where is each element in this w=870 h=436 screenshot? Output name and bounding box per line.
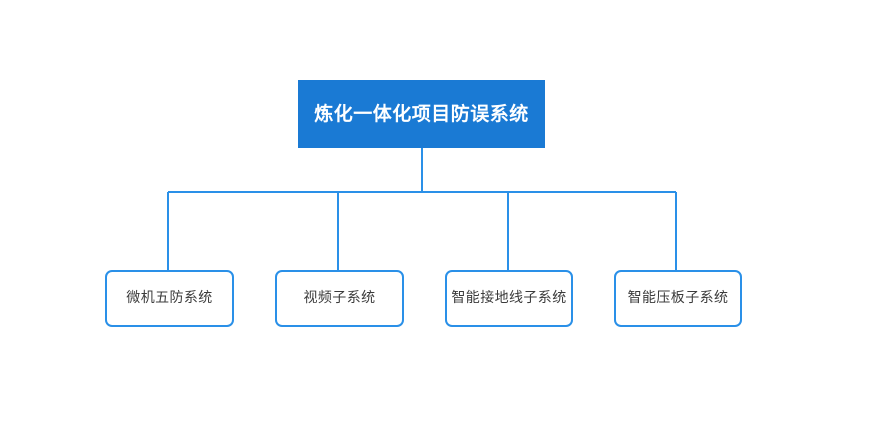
node-child-zhineng-jiediuxian[interactable]: 智能接地线子系统 bbox=[445, 270, 573, 327]
node-child-label: 视频子系统 bbox=[303, 290, 376, 307]
node-child-weiji-wufang[interactable]: 微机五防系统 bbox=[105, 270, 234, 327]
node-child-label: 智能接地线子系统 bbox=[451, 290, 567, 307]
node-child-label: 智能压板子系统 bbox=[627, 290, 729, 307]
node-child-label: 微机五防系统 bbox=[126, 290, 213, 307]
node-child-shipin[interactable]: 视频子系统 bbox=[275, 270, 404, 327]
node-child-zhineng-yaban[interactable]: 智能压板子系统 bbox=[614, 270, 742, 327]
node-root[interactable]: 炼化一体化项目防误系统 bbox=[298, 80, 545, 148]
node-root-label: 炼化一体化项目防误系统 bbox=[314, 102, 529, 125]
